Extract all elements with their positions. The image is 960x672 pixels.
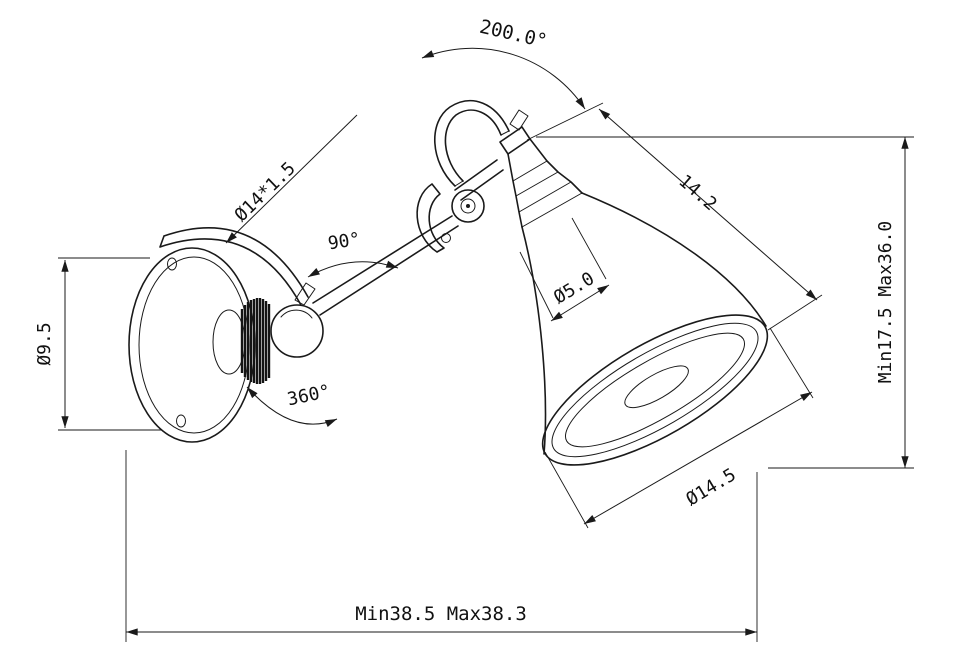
lamp-socket [499,109,583,228]
curved-arm [159,227,309,306]
dim-shade-diameter: Ø14.5 [544,327,814,529]
hook-inner [444,109,502,182]
arc-head-rotation [421,47,586,110]
pivot-outer [451,189,485,223]
dim-base-diameter: Ø9.5 [34,257,162,431]
dim-line-shade-diameter [583,391,813,525]
label-stem-diameter: Ø5.0 [550,268,598,308]
label-shade-diameter: Ø14.5 [683,464,740,510]
hook-caps [454,130,510,187]
pivot-center [466,204,470,208]
lamp-shade [521,192,769,466]
shade-rim [541,314,769,466]
label-arm-angle: 90° [326,229,361,255]
plate-rim [138,256,250,434]
rim-outer [541,314,769,466]
socket-sides [507,138,583,228]
dim-line-stem-diameter [550,284,610,322]
ext-lines-base-diameter [58,257,162,431]
ball-joint-highlight [280,309,313,319]
dim-stem-diameter: Ø5.0 [519,217,610,322]
dim-arm-angle: 90° [307,229,399,278]
label-arm-thread: Ø14*1.5 [231,158,300,226]
pivot-inner [460,198,476,214]
arm-bracket [294,282,316,306]
lamp-arm [159,215,459,316]
ball-joint-sphere [270,304,324,358]
ext-lines-shade-diameter [544,327,814,529]
wall-plate [128,247,256,443]
plate-outline [128,247,256,443]
arc-base-rotation [246,386,338,427]
ext-lines-shade-depth [526,102,823,331]
dim-arm-thread: Ø14*1.5 [225,114,358,244]
screw-hole-top [167,257,177,271]
rim-middle [551,322,759,458]
label-head-rotation: 200.0° [477,16,549,53]
label-base-rotation: 360° [285,381,332,411]
socket-rings [512,160,583,228]
elbow-joint [416,159,504,253]
leader-arm-thread [225,114,358,244]
label-base-diameter: Ø9.5 [34,322,55,365]
label-height-range: Min17.5 Max36.0 [875,221,896,384]
dim-line-shade-depth [598,108,818,301]
screw-hole-bottom [176,414,186,428]
dim-height-range: Min17.5 Max36.0 [536,136,914,469]
knurled-knob [240,298,271,384]
socket-knob [509,109,529,131]
label-shade-depth: 14.2 [674,171,721,215]
ext-lines-height-range [536,136,914,469]
adjustment-knob [240,298,271,384]
elbow-clamp [416,183,445,253]
ball-joint [270,304,324,358]
socket-cap [499,126,531,155]
dim-head-rotation: 200.0° [421,16,586,110]
clamp-arm [454,159,504,201]
plate-hub [212,309,246,375]
label-overall-length: Min38.5 Max38.3 [355,603,527,625]
dim-base-rotation: 360° [246,381,338,427]
clamp-screw [441,233,451,243]
arc-arm-angle [307,260,399,278]
rim-inner [564,332,746,448]
ext-lines-stem-diameter [519,217,607,319]
